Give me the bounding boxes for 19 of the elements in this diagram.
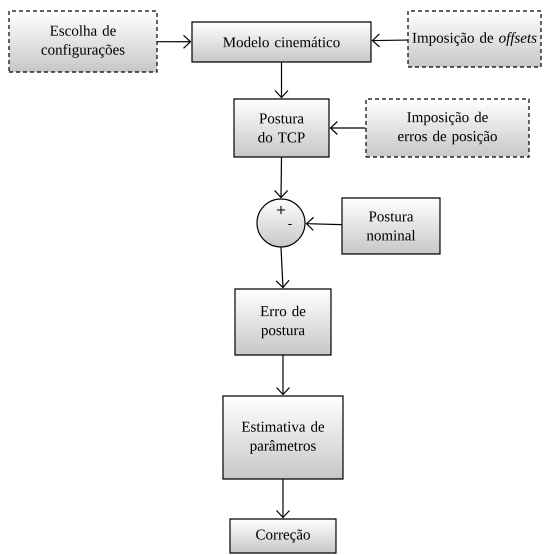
arrow xyxy=(276,356,290,396)
arrow xyxy=(306,216,342,231)
arrow xyxy=(276,248,290,288)
arrow xyxy=(276,480,290,518)
process-box: Erro de postura xyxy=(234,288,332,356)
arrow xyxy=(372,34,408,48)
process-box: Modelo cinemático xyxy=(191,21,372,63)
summing-junction: + - xyxy=(256,198,306,248)
input-box: Escolha de configurações xyxy=(8,10,158,73)
process-box: Estimativa de parâmetros xyxy=(222,395,344,480)
process-box: Postura nominal xyxy=(341,197,441,255)
input-box: Imposição de offsets xyxy=(407,10,542,68)
arrow xyxy=(158,34,192,49)
arrow xyxy=(274,62,288,98)
input-box: Imposição de erros de posição xyxy=(365,98,530,158)
process-box: Correção xyxy=(229,518,337,554)
arrow xyxy=(274,158,288,198)
arrow xyxy=(330,121,366,135)
process-box: Postura do TCP xyxy=(233,98,330,158)
